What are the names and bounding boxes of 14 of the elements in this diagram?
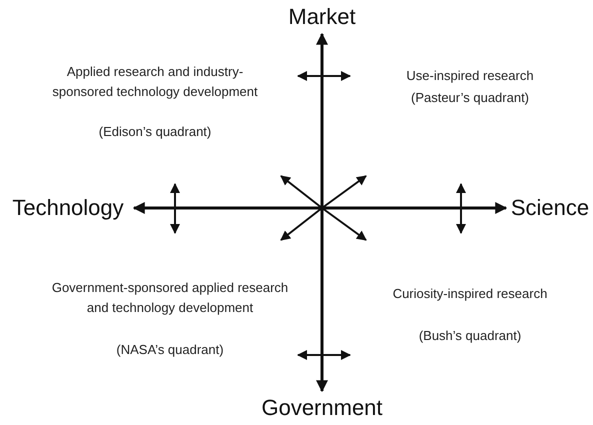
axis-label: Government bbox=[262, 393, 382, 423]
quadrant-label: (Bush’s quadrant) bbox=[418, 327, 522, 345]
axis-arrow bbox=[132, 202, 508, 214]
quadrant-label: (Pasteur’s quadrant) bbox=[410, 89, 530, 107]
quadrant-label: (NASA’s quadrant) bbox=[115, 341, 225, 359]
quadrant-label: Applied research and industry-sponsored technology development bbox=[51, 63, 259, 101]
axis-label: Market bbox=[282, 2, 362, 32]
quadrant-label: Curiosity-inspired research bbox=[392, 285, 548, 303]
axis-arrow bbox=[316, 32, 328, 392]
axis-label: Technology bbox=[4, 193, 132, 223]
quadrant-label: Use-inspired research bbox=[405, 67, 535, 85]
axis-label: Science bbox=[508, 193, 592, 223]
quadrant-label: Government-sponsored applied research and technology development bbox=[50, 279, 290, 317]
quadrant-label: (Edison’s quadrant) bbox=[98, 123, 212, 141]
